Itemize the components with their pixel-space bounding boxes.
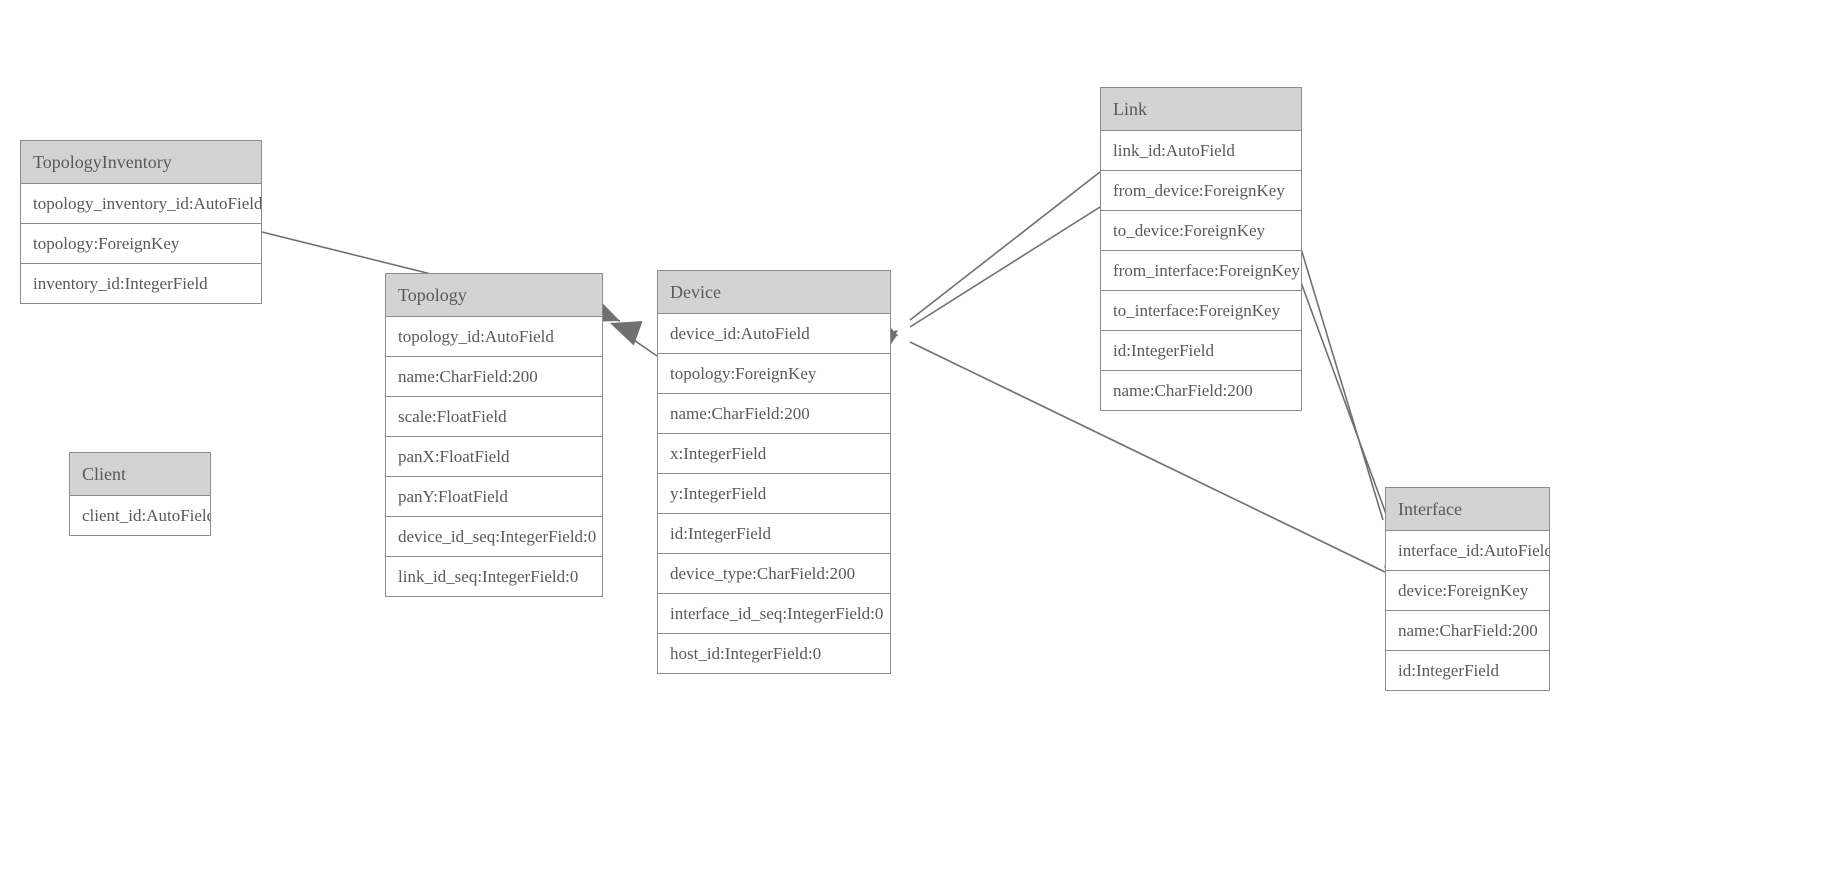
relationship-edge: Link.to_device to Device xyxy=(865,206,1101,361)
field-row[interactable]: id:IntegerField xyxy=(1101,331,1301,371)
entity-title-interface: Interface xyxy=(1386,488,1549,531)
field-row[interactable]: id:IntegerField xyxy=(1398,661,1500,680)
field-row[interactable]: link_id:AutoField xyxy=(1101,131,1301,171)
field-row[interactable]: name:CharField:200 xyxy=(658,394,890,434)
field-row[interactable]: from_interface:ForeignKey xyxy=(1101,251,1301,291)
relationship-edge: Link.from_device to Device xyxy=(866,171,1101,359)
field-row[interactable]: y:IntegerField xyxy=(658,474,890,514)
field-row[interactable]: panX:FloatField xyxy=(386,437,602,477)
field-row[interactable]: device_type:CharField:200 xyxy=(658,554,890,594)
entity-title-topology: Topology xyxy=(386,274,602,317)
field-row[interactable]: device_id:AutoField xyxy=(658,314,890,354)
field-row[interactable]: interface_id_seq:IntegerField:0 xyxy=(658,594,890,634)
field-row[interactable]: device:ForeignKey xyxy=(1386,571,1549,611)
field-row[interactable]: panY:FloatField xyxy=(386,477,602,517)
field-row[interactable]: topology:ForeignKey xyxy=(658,354,890,394)
relationship-line xyxy=(909,206,1101,328)
relationship-line xyxy=(1298,276,1390,523)
field-row[interactable]: topology_inventory_id:AutoField xyxy=(21,184,261,224)
relationship-line xyxy=(1298,241,1384,521)
field-row[interactable]: client_id:AutoField xyxy=(82,506,210,525)
field-row[interactable]: host_id:IntegerField:0 xyxy=(670,644,822,663)
field-row[interactable]: scale:FloatField xyxy=(386,397,602,437)
field-row[interactable]: name:CharField:200 xyxy=(1386,611,1549,651)
entity-title-client: Client xyxy=(70,453,210,496)
field-row[interactable]: topology_id:AutoField xyxy=(386,317,602,357)
relationship-edge: Device.topology to Topology xyxy=(610,321,658,357)
field-row[interactable]: name:CharField:200 xyxy=(1113,381,1253,400)
field-row[interactable]: to_device:ForeignKey xyxy=(1101,211,1301,251)
field-row[interactable]: link_id_seq:IntegerField:0 xyxy=(398,567,579,586)
field-row[interactable]: topology:ForeignKey xyxy=(21,224,261,264)
entity-field-list-client: client_id:AutoField xyxy=(70,496,210,535)
field-row[interactable]: inventory_id:IntegerField xyxy=(33,274,208,293)
relationship-line xyxy=(617,328,658,357)
field-row[interactable]: from_device:ForeignKey xyxy=(1101,171,1301,211)
field-row[interactable]: device_id_seq:IntegerField:0 xyxy=(386,517,602,557)
field-row[interactable]: interface_id:AutoField xyxy=(1386,531,1549,571)
entity-title-device: Device xyxy=(658,271,890,314)
field-row[interactable]: name:CharField:200 xyxy=(386,357,602,397)
field-row[interactable]: to_interface:ForeignKey xyxy=(1101,291,1301,331)
relationship-line xyxy=(909,171,1101,321)
field-row[interactable]: id:IntegerField xyxy=(658,514,890,554)
entity-client[interactable]: Client client_id:AutoField xyxy=(69,452,211,536)
entity-title-link: Link xyxy=(1101,88,1301,131)
relationship-arrowhead xyxy=(610,321,643,346)
entity-title-topology_inventory: TopologyInventory xyxy=(21,141,261,184)
field-row[interactable]: x:IntegerField xyxy=(658,434,890,474)
